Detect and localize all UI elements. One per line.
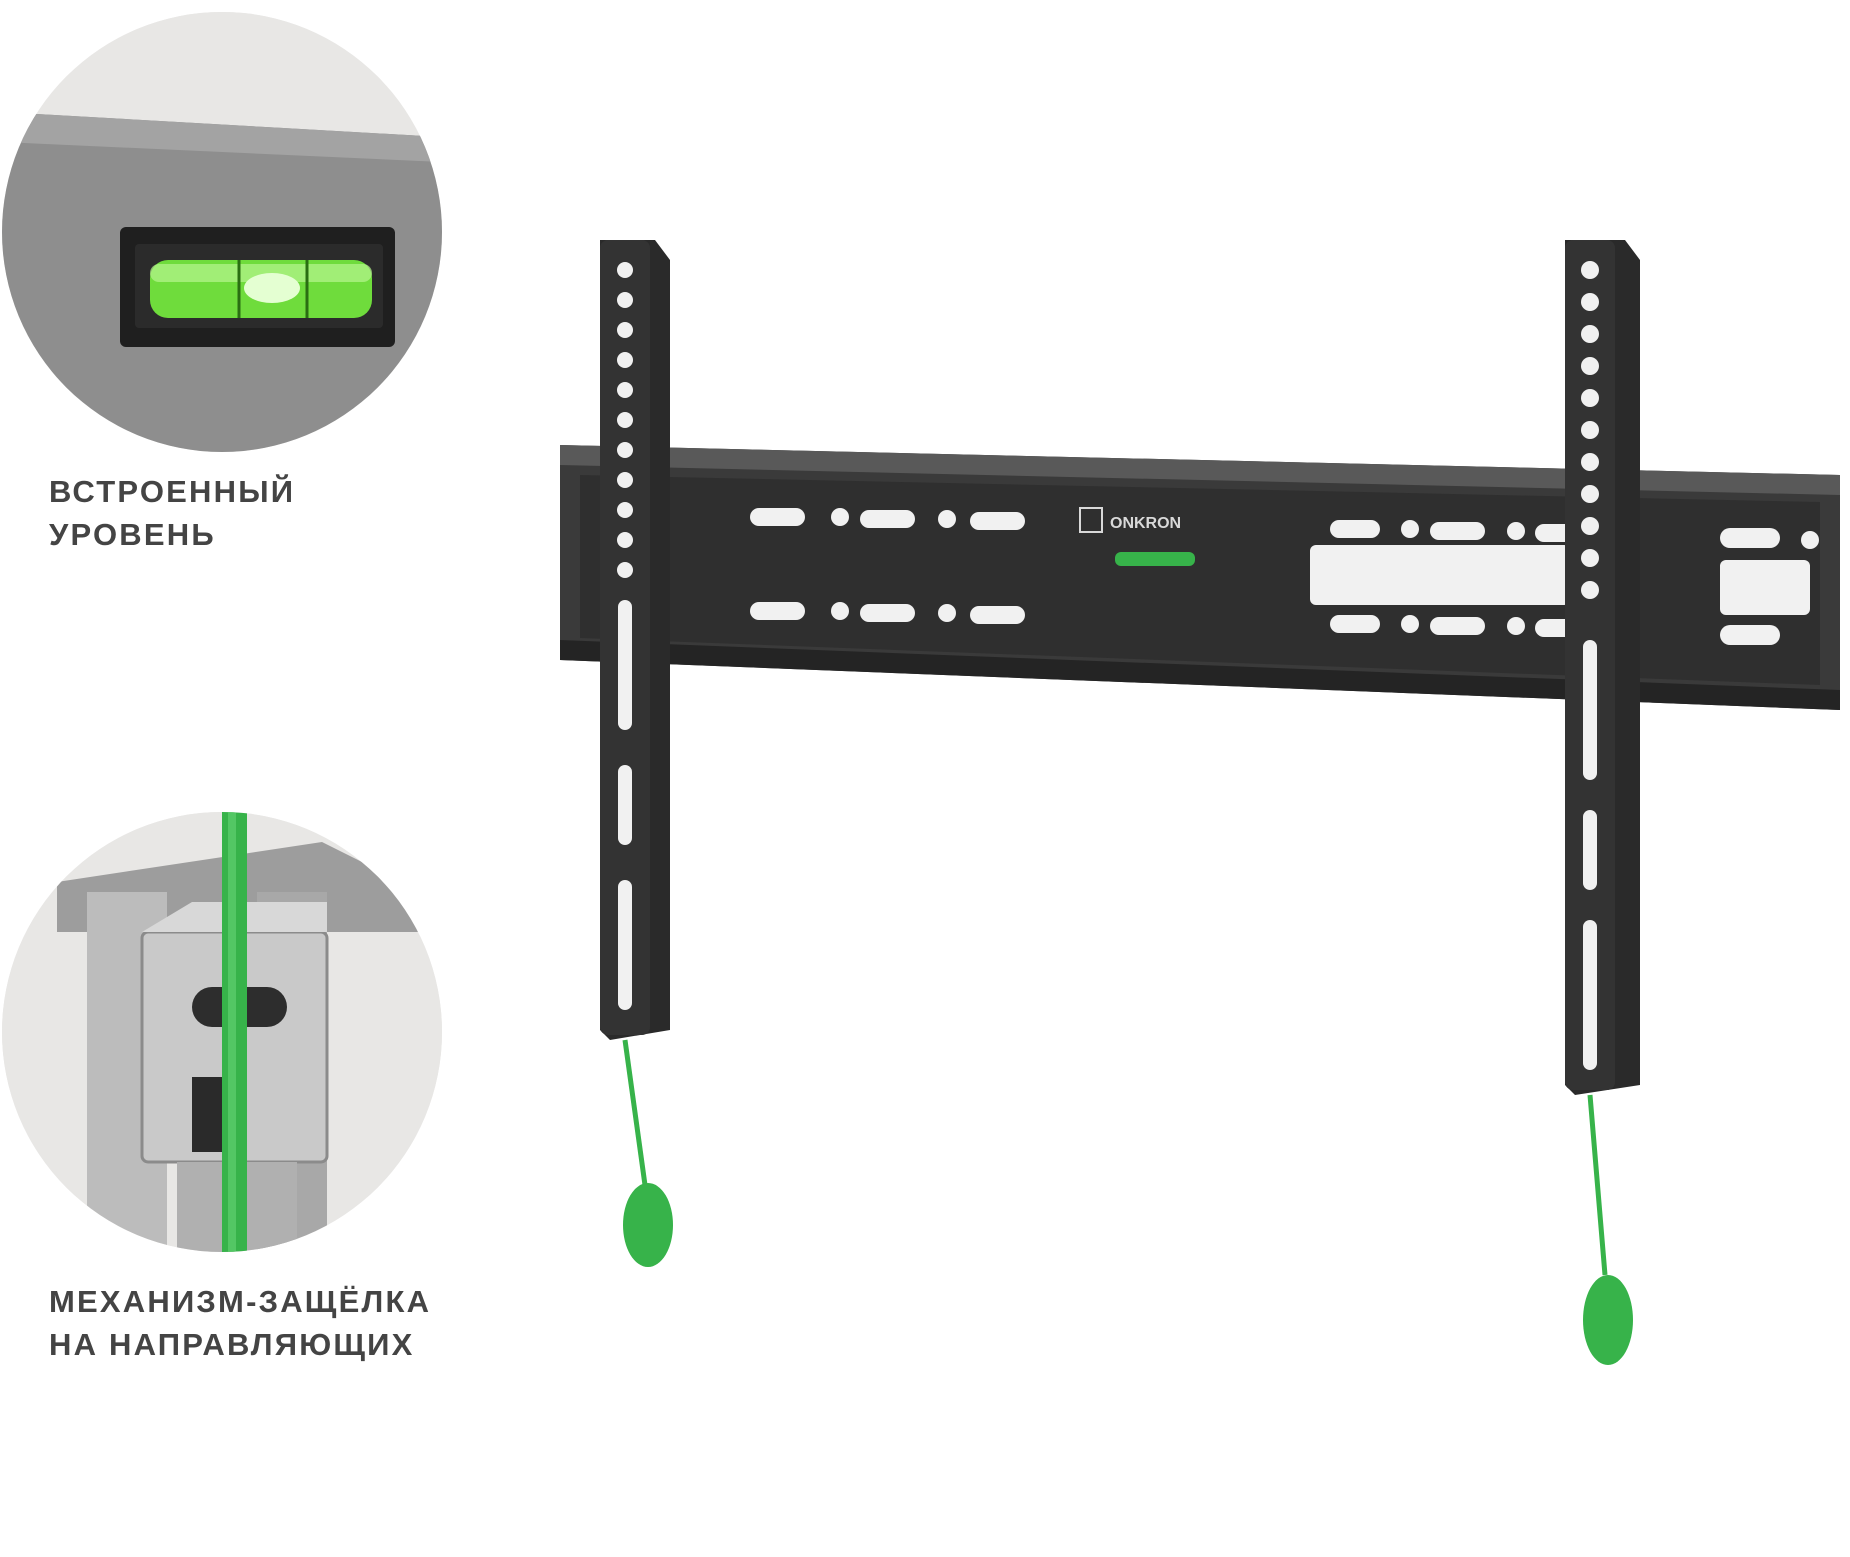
bubble-level-icon bbox=[2, 12, 442, 452]
wall-bracket-image: ONKRON bbox=[540, 240, 1850, 1557]
latch-caption: МЕХАНИЗМ-ЗАЩЁЛКА НА НАПРАВЛЯЮЩИХ bbox=[49, 1280, 431, 1366]
level-caption-line2: УРОВЕНЬ bbox=[49, 517, 216, 552]
latch-detail-circle bbox=[2, 812, 442, 1252]
latch-caption-line1: МЕХАНИЗМ-ЗАЩЁЛКА bbox=[49, 1284, 432, 1319]
latch-mechanism-icon bbox=[2, 812, 442, 1252]
tv-wall-bracket: ONKRON bbox=[560, 240, 1840, 1365]
level-caption-line1: ВСТРОЕННЫЙ bbox=[49, 474, 296, 509]
level-detail-circle bbox=[2, 12, 442, 452]
brand-logo: ONKRON bbox=[1110, 515, 1181, 532]
latch-caption-line2: НА НАПРАВЛЯЮЩИХ bbox=[49, 1327, 415, 1362]
level-caption: ВСТРОЕННЫЙ УРОВЕНЬ bbox=[49, 470, 295, 556]
